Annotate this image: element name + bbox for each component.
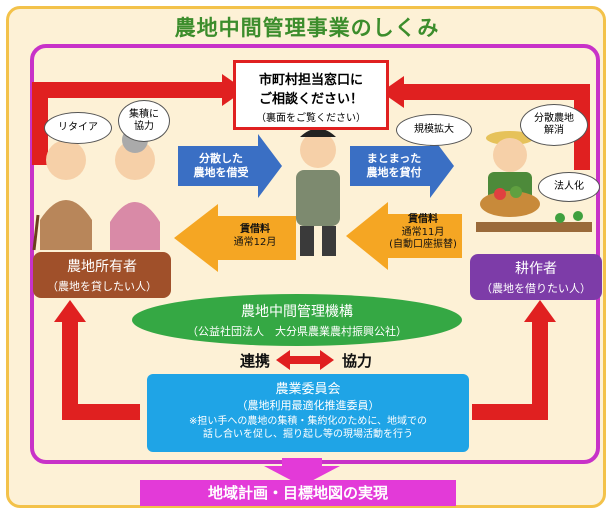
committee-note: ※担い手への農地の集積・集約化のために、地域での話し合いを促し、掘り起し等の現場… xyxy=(147,416,469,441)
red-arrow-bottom-left-head xyxy=(54,300,86,322)
diagram-title: 農地中間管理事業のしくみ xyxy=(174,16,440,40)
red-arrow-top-left xyxy=(32,82,225,165)
bubble-retire-text: リタイア xyxy=(58,122,98,133)
cultivator-label: 耕作者 xyxy=(515,261,557,277)
rent-right-line3: (自動口座振替) xyxy=(389,239,457,250)
committee-note-line2: 話し合いを促し、掘り起し等の現場活動を行う xyxy=(203,428,413,440)
rent-right-line2: 通常11月 xyxy=(401,226,445,238)
red-arrow-top-right xyxy=(400,84,590,170)
lease-in-line1: 分散した xyxy=(199,152,243,165)
lease-out-line2: 農地を貸付 xyxy=(366,165,422,179)
org-sub: （公益社団法人 大分県農業農村振興公社） xyxy=(187,325,407,338)
orange-arrow-left xyxy=(174,204,296,272)
contact-line-2: ご相談ください！ xyxy=(258,92,363,107)
bubble-consolidate-text: 分散農地解消 xyxy=(534,113,574,137)
rent-right-line1: 賃借料 xyxy=(408,214,438,225)
rent-left-line1: 賃借料 xyxy=(240,224,270,235)
bubble-expand-text: 規模拡大 xyxy=(414,124,454,135)
arrow-rent-left-text: 賃借料通常12月 xyxy=(218,224,292,249)
arrow-rent-right-text: 賃借料通常11月(自動口座振替) xyxy=(384,214,462,252)
officer-illustration xyxy=(296,128,340,256)
bubble-incorporate-text: 法人化 xyxy=(554,181,584,192)
bubble-cooperate-line2: 協力 xyxy=(134,121,154,132)
bubble-consolidate-line1: 分散農地 xyxy=(534,113,574,124)
contact-window-box: 市町村担当窓口に ご相談ください！ （裏面をご覧ください） xyxy=(233,60,389,130)
rent-left-line2: 通常12月 xyxy=(233,236,277,248)
bubble-consolidate-line2: 解消 xyxy=(544,125,564,136)
blue-arrow-right xyxy=(350,134,454,198)
bubble-retire: リタイア xyxy=(44,112,112,144)
landowner-label: 農地所有者 xyxy=(67,259,137,275)
goal-banner: 地域計画・目標地図の実現 xyxy=(140,480,456,506)
cultivator-sub: （農地を借りたい人） xyxy=(481,282,591,295)
elderly-woman-illustration xyxy=(110,127,160,250)
cooperation-right: 協力 xyxy=(342,352,373,370)
bubble-cooperate-line1: 集積に xyxy=(129,109,159,120)
red-arrow-bottom-left xyxy=(62,320,140,420)
red-arrow-top-right-head xyxy=(381,76,404,108)
cooperation-arrow xyxy=(276,350,334,370)
lease-in-line2: 農地を借受 xyxy=(193,165,249,179)
intermediary-org-ellipse: 農地中間管理機構 （公益社団法人 大分県農業農村振興公社） xyxy=(132,294,462,346)
arrow-lease-out-text: まとまった農地を貸付 xyxy=(356,152,432,180)
orange-arrow-right xyxy=(346,202,462,270)
agricultural-committee-box: 農業委員会 （農地利用最適化推進委員） ※担い手への農地の集積・集約化のために、… xyxy=(147,374,469,452)
red-arrow-bottom-right xyxy=(472,320,548,420)
bubble-consolidate: 分散農地解消 xyxy=(520,104,588,146)
arrow-lease-in-text: 分散した農地を借受 xyxy=(184,152,258,180)
bubble-incorporate: 法人化 xyxy=(538,172,600,202)
committee-sub: （農地利用最適化推進委員） xyxy=(236,399,380,412)
landowner-box: 農地所有者 （農地を貸したい人） xyxy=(33,252,171,298)
contact-line-1: 市町村担当窓口に xyxy=(258,73,363,88)
lease-out-line1: まとまった xyxy=(366,152,422,165)
bubble-expand: 規模拡大 xyxy=(396,114,472,146)
committee-label: 農業委員会 xyxy=(275,382,341,397)
pink-arrow-down xyxy=(264,458,340,486)
farmer-illustration xyxy=(476,131,592,232)
landowner-sub: （農地を貸したい人） xyxy=(47,280,157,293)
org-label: 農地中間管理機構 xyxy=(241,304,353,320)
cooperation-left: 連携 xyxy=(240,352,271,370)
elderly-man-illustration xyxy=(32,140,92,251)
committee-note-line1: ※担い手への農地の集積・集約化のために、地域での xyxy=(188,416,428,427)
cultivator-box: 耕作者 （農地を借りたい人） xyxy=(470,254,602,300)
bubble-cooperate: 集積に協力 xyxy=(118,100,170,142)
blue-arrow-left xyxy=(178,134,282,198)
red-arrow-bottom-right-head xyxy=(524,300,556,322)
contact-line-3: （裏面をご覧ください） xyxy=(256,113,366,124)
bubble-cooperate-text: 集積に協力 xyxy=(129,109,159,133)
